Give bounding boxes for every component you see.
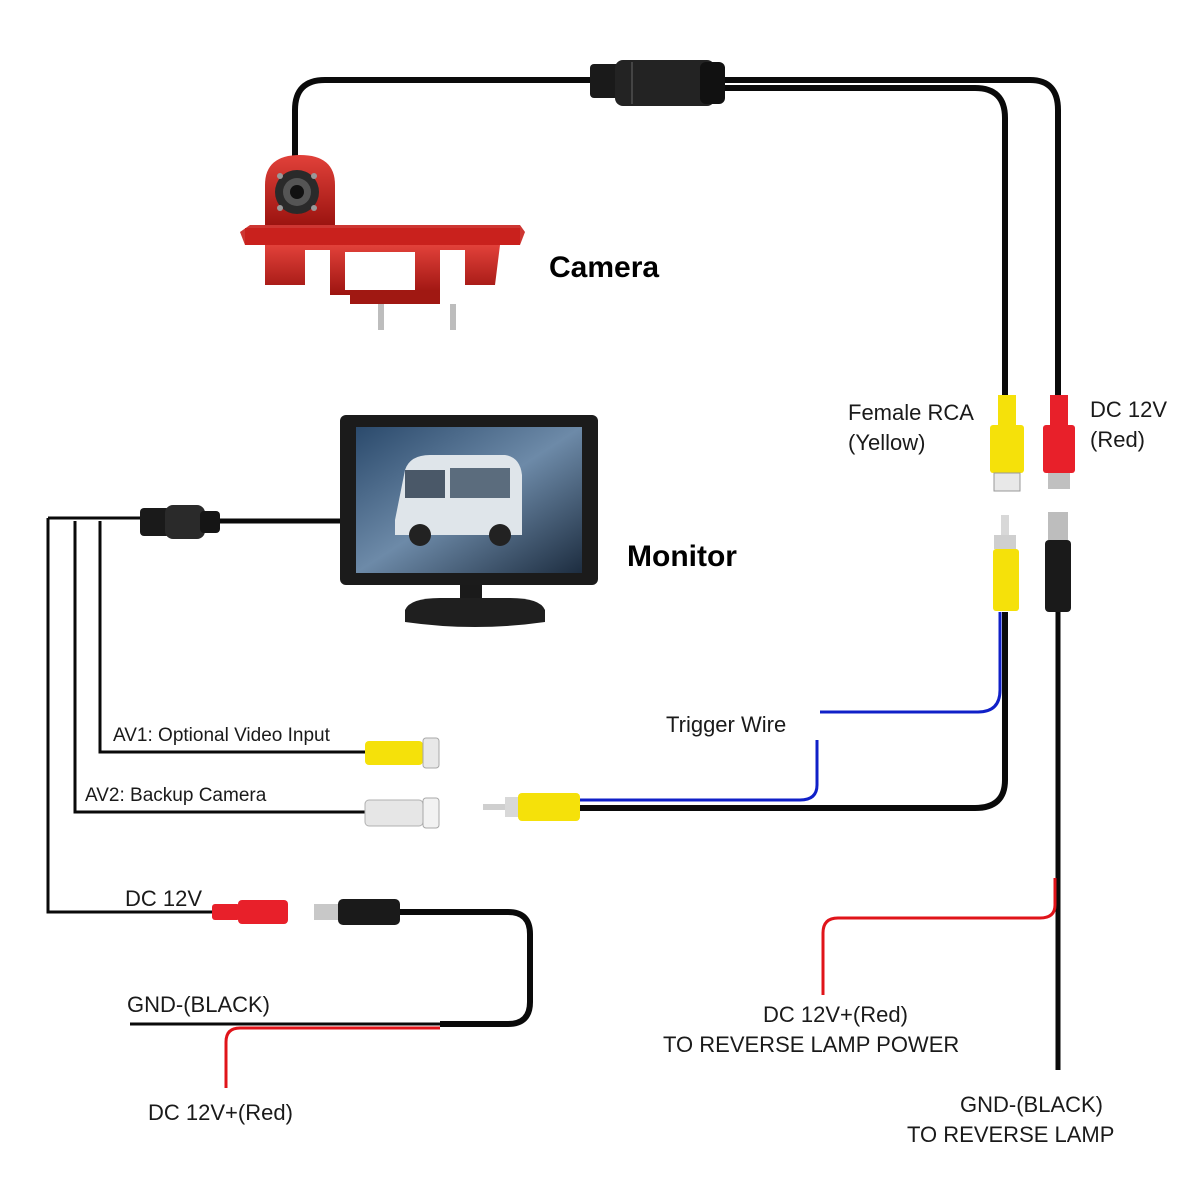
monitor-dc12v-red-wire	[224, 1026, 440, 1088]
female-rca-label-line1: Female RCA	[848, 400, 974, 425]
camera-cable-video	[720, 85, 1008, 400]
av1-female-rca-yellow	[365, 737, 440, 769]
av2-male-rca-yellow	[483, 793, 580, 821]
monitor-dc12v-red-label: DC 12V+(Red)	[148, 1100, 293, 1125]
female-rca-label-line2: (Yellow)	[848, 430, 926, 455]
trigger-wire-blue-lower	[580, 740, 819, 802]
brake-light-camera	[240, 155, 525, 330]
monitor-label: Monitor	[627, 540, 737, 573]
camera-dc12v-label-line1: DC 12V	[1090, 397, 1168, 422]
monitor-power-lead	[400, 909, 533, 1027]
trigger-wire-blue	[820, 612, 1002, 714]
monitor-device	[340, 415, 598, 627]
male-rca-yellow-connector	[993, 515, 1019, 611]
dc12v-red-female-connector	[1043, 395, 1075, 489]
av2-label: AV2: Backup Camera	[85, 785, 267, 806]
reverse-power-label-line2: TO REVERSE LAMP POWER	[663, 1032, 960, 1057]
camera-cable-right	[720, 77, 1061, 400]
monitor-harness-connector	[140, 505, 220, 539]
monitor-dc-male-plug	[314, 899, 400, 925]
trigger-wire-label: Trigger Wire	[666, 712, 787, 737]
monitor-power-wire	[46, 518, 215, 914]
camera-cable	[292, 77, 595, 160]
camera-dc12v-label-line2: (Red)	[1090, 427, 1146, 452]
av1-label: AV1: Optional Video Input	[113, 725, 330, 746]
av1-wire	[98, 521, 365, 754]
monitor-gnd-label: GND-(BLACK)	[127, 992, 271, 1017]
monitor-dc12v-red-female	[212, 900, 288, 924]
monitor-dc12v-label: DC 12V	[125, 886, 203, 911]
reverse-gnd-label-line2: TO REVERSE LAMP	[907, 1122, 1115, 1147]
video-wire-to-monitor	[580, 612, 1008, 811]
reverse-gnd-label-line1: GND-(BLACK)	[960, 1092, 1104, 1117]
av2-wire	[73, 521, 365, 814]
camera-label: Camera	[549, 251, 660, 284]
reverse-power-wire-red	[821, 878, 1057, 995]
reverse-power-label-line1: DC 12V+(Red)	[763, 1002, 908, 1027]
female-rca-yellow-connector	[990, 395, 1024, 492]
aviation-connector	[590, 60, 725, 106]
dc-male-plug-black	[1045, 512, 1071, 612]
av2-female-rca-white	[364, 797, 440, 829]
